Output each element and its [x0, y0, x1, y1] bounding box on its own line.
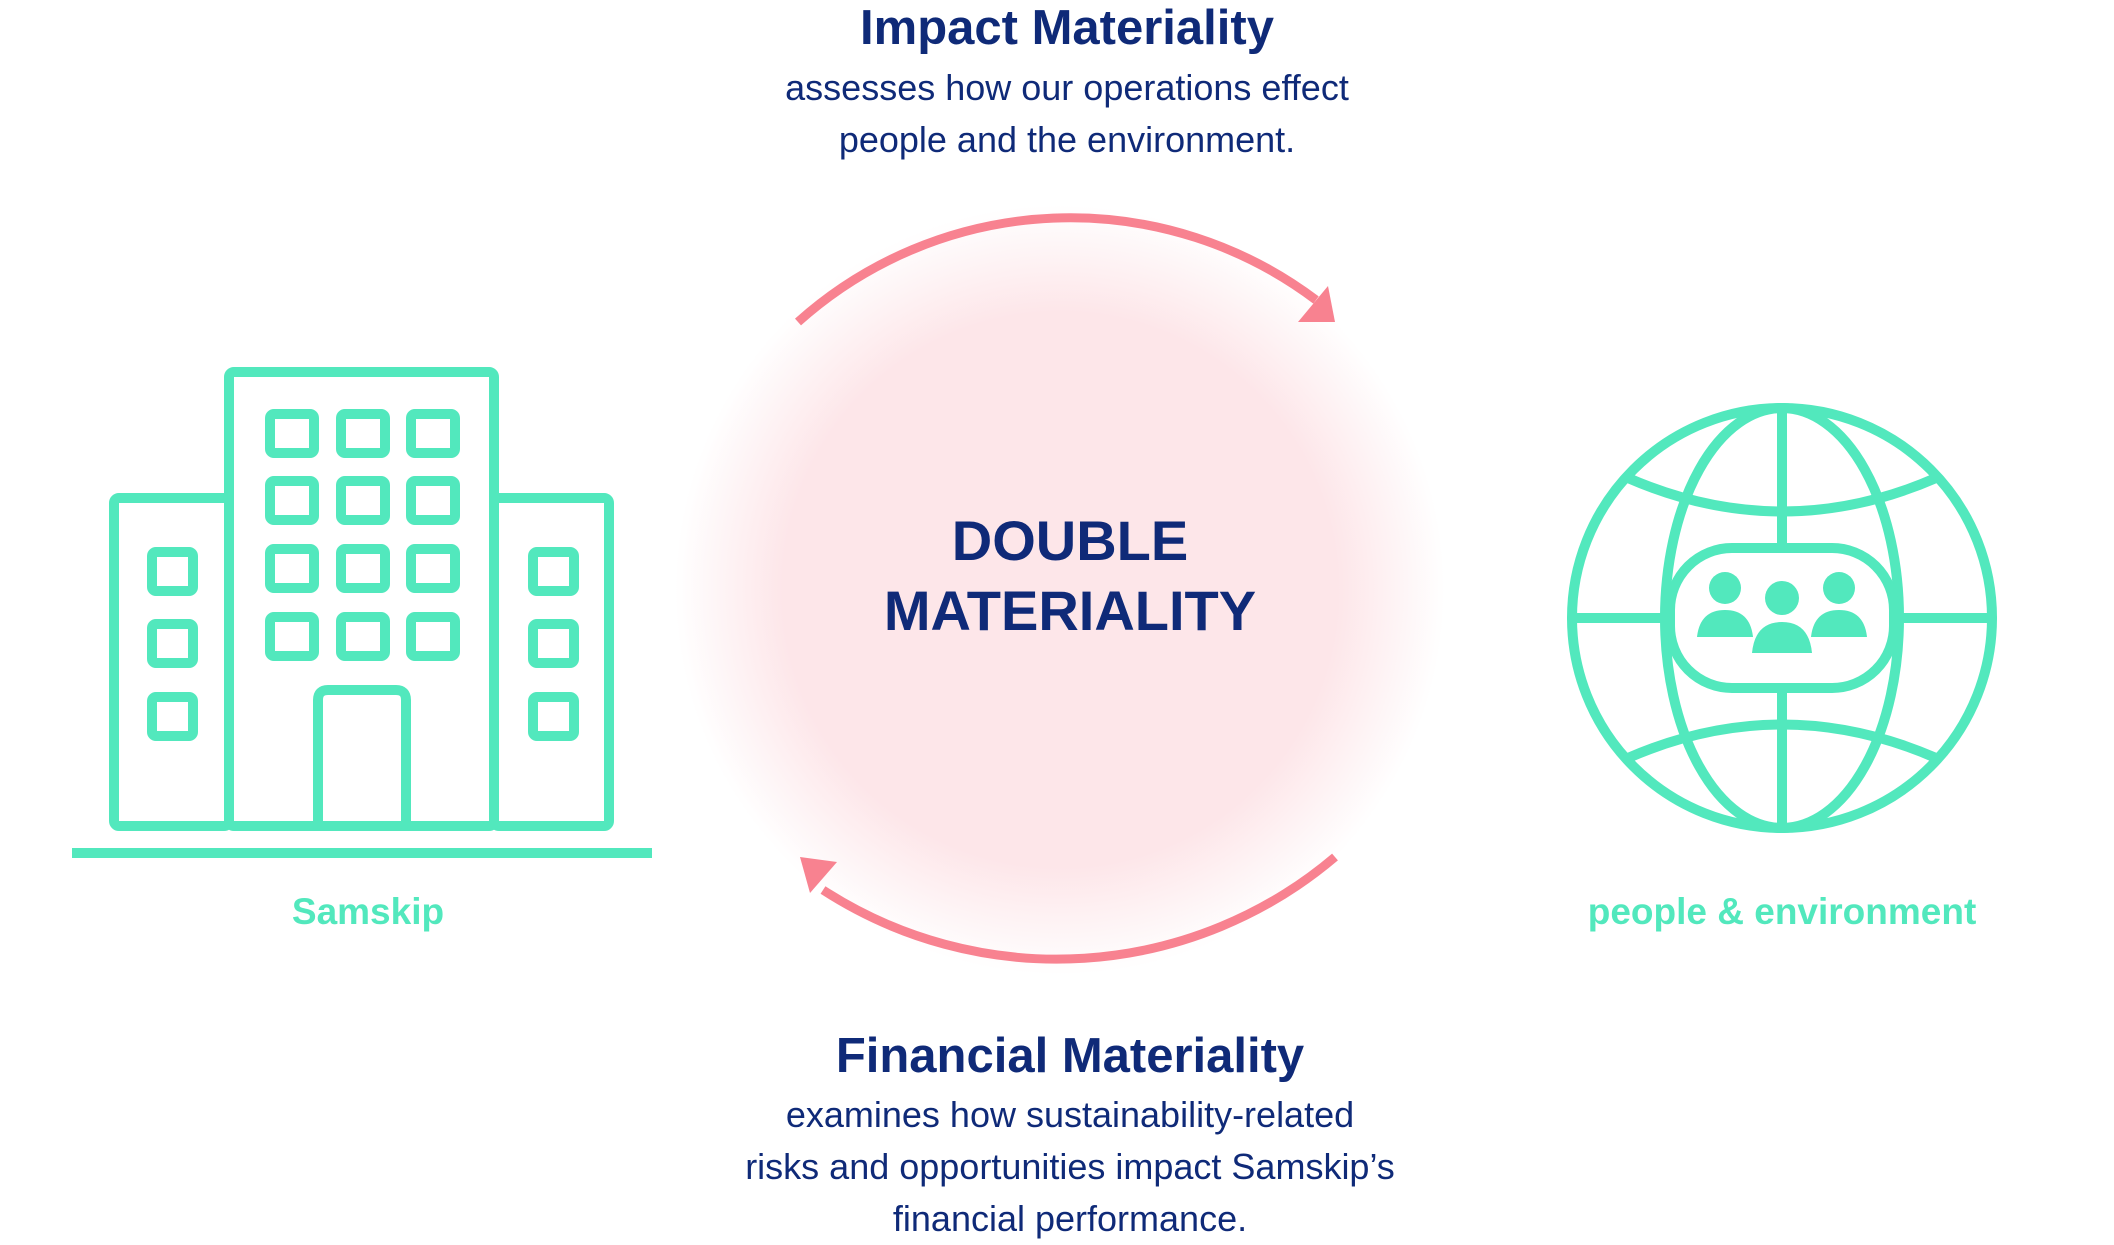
financial-description-line: examines how sustainability-related: [785, 1094, 1355, 1135]
impact-cycle-arrow: [794, 213, 1335, 326]
globe-people-icon: [1567, 403, 1997, 833]
impact-description-line: people and the environment.: [838, 119, 1296, 160]
financial-cycle-arrow: [800, 853, 1338, 964]
impact-description-line: assesses how our operations effect: [785, 67, 1349, 108]
people-environment-label: people & environment: [1587, 891, 1977, 932]
center-label-line: MATERIALITY: [883, 579, 1257, 642]
impact-materiality-description: assesses how our operations effect peopl…: [657, 62, 1477, 166]
impact-materiality-title: Impact Materiality: [860, 1, 1274, 55]
financial-description-line: risks and opportunities impact Samskip’s: [745, 1146, 1395, 1187]
people-group-icon: [1697, 572, 1867, 653]
financial-description-line: financial performance.: [892, 1198, 1248, 1239]
samskip-label: Samskip: [291, 891, 445, 932]
double-materiality-label: DOUBLE MATERIALITY: [760, 506, 1380, 646]
financial-materiality-title: Financial Materiality: [835, 1029, 1305, 1083]
center-glow: [675, 205, 1445, 975]
center-label-line: DOUBLE: [951, 509, 1189, 572]
financial-materiality-description: examines how sustainability-related risk…: [620, 1089, 1520, 1245]
office-building-icon: [72, 367, 652, 858]
